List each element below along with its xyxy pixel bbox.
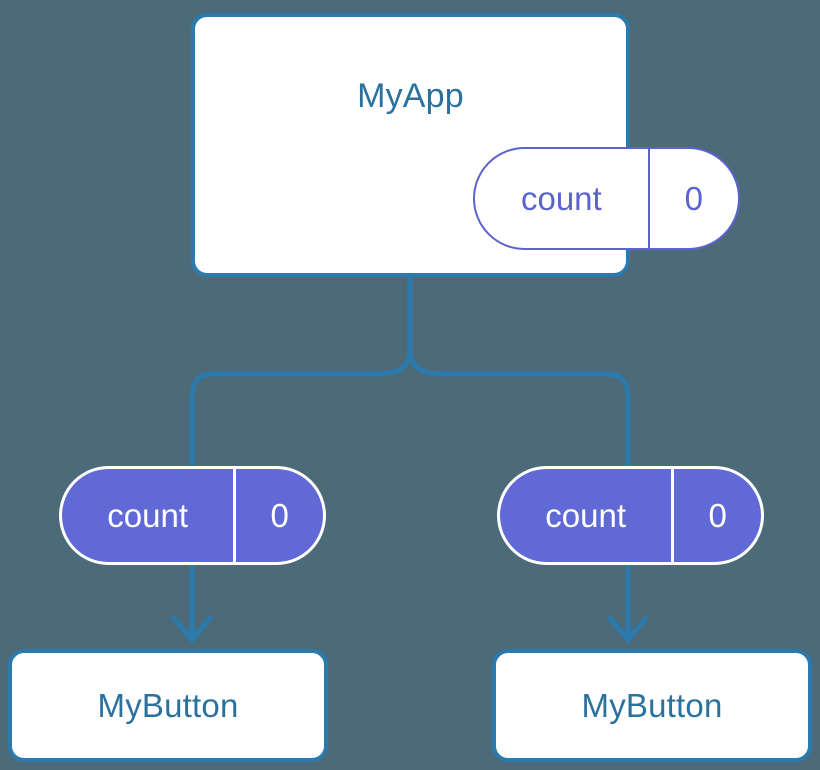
component-box-mybutton-right[interactable]: MyButton <box>492 649 812 762</box>
state-pill-value: 0 <box>647 149 738 248</box>
state-pill-count[interactable]: count 0 <box>473 147 740 250</box>
component-title-mybutton-left: MyButton <box>97 686 239 724</box>
component-box-myapp[interactable]: MyApp count 0 <box>191 13 740 277</box>
component-box-mybutton-left[interactable]: MyButton <box>8 649 328 762</box>
component-title-myapp: MyApp <box>357 77 464 115</box>
branch-line-left <box>189 349 413 469</box>
prop-pill-key-right: count <box>545 496 627 534</box>
prop-pill-value-right: 0 <box>671 469 761 562</box>
prop-pill-key-left: count <box>107 496 189 534</box>
component-title-mybutton-right: MyButton <box>581 686 723 724</box>
prop-pill-value-left: 0 <box>233 469 323 562</box>
state-pill-key: count <box>520 179 602 217</box>
arrow-head-right <box>607 615 649 644</box>
arrow-head-left <box>171 615 213 644</box>
prop-pill-count-right[interactable]: count 0 <box>497 466 764 565</box>
branch-line-right <box>407 349 631 469</box>
prop-pill-count-left[interactable]: count 0 <box>59 466 326 565</box>
